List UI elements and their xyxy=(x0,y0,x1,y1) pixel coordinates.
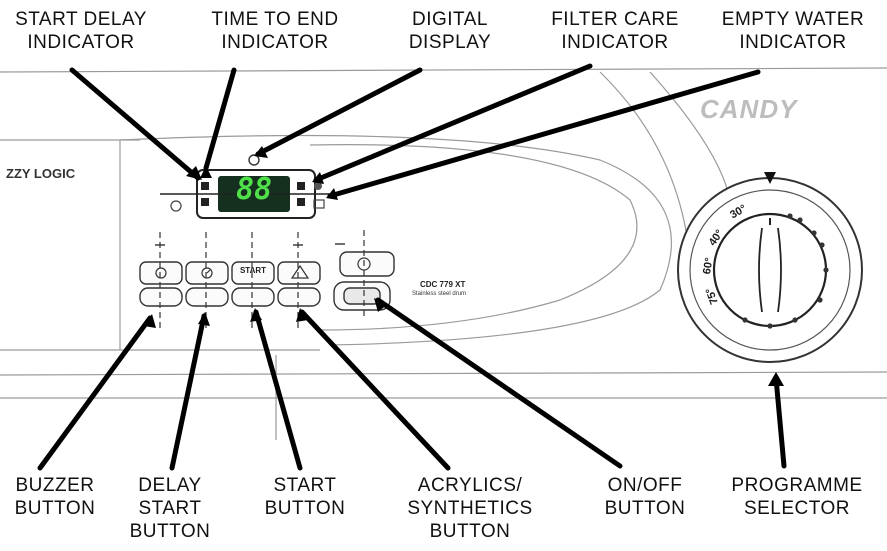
label-digital-display: DIGITAL DISPLAY xyxy=(408,9,492,53)
filter-care-led xyxy=(297,182,305,190)
start-key-label: START xyxy=(239,266,267,275)
model-label: CDC 779 XT xyxy=(420,280,466,289)
model-sub-label: Stainless steel drum xyxy=(412,291,467,297)
bell-icon xyxy=(155,267,167,279)
dial-pointer-icon xyxy=(764,172,776,184)
display-symbol-icon xyxy=(248,154,260,166)
programme-dial xyxy=(677,172,863,363)
callout-lines xyxy=(37,63,787,471)
label-start-delay-indicator: START DELAY INDICATOR xyxy=(15,9,147,53)
label-delay-start-button: DELAY START BUTTON xyxy=(129,475,211,542)
callout-arrowheads xyxy=(144,146,784,386)
brand-logo: CANDY xyxy=(700,94,798,124)
fuzzy-logic-label: ZZY LOGIC xyxy=(6,166,76,181)
button-caps xyxy=(139,251,395,311)
button-guide-lines xyxy=(159,230,365,330)
indicator-leds xyxy=(201,182,305,206)
start-delay-led xyxy=(201,182,209,190)
label-programme-selector: PROGRAMME SELECTOR xyxy=(731,475,863,519)
shirt-icon xyxy=(290,264,310,279)
label-filter-care-indicator: FILTER CARE INDICATOR xyxy=(551,9,679,53)
empty-water-led xyxy=(297,198,305,206)
label-empty-water-indicator: EMPTY WATER INDICATOR xyxy=(721,9,865,53)
label-buzzer-button: BUZZER BUTTON xyxy=(14,475,96,519)
power-icon xyxy=(357,257,371,271)
time-to-end-led xyxy=(201,198,209,206)
label-time-to-end-indicator: TIME TO END INDICATOR xyxy=(211,9,339,53)
clock-icon xyxy=(201,267,213,279)
label-acrylics-synthetics-button: ACRYLICS/ SYNTHETICS BUTTON xyxy=(407,475,533,542)
label-on-off-button: ON/OFF BUTTON xyxy=(604,475,686,519)
label-start-button: START BUTTON xyxy=(264,475,346,519)
display-digits: 88 xyxy=(235,172,273,207)
